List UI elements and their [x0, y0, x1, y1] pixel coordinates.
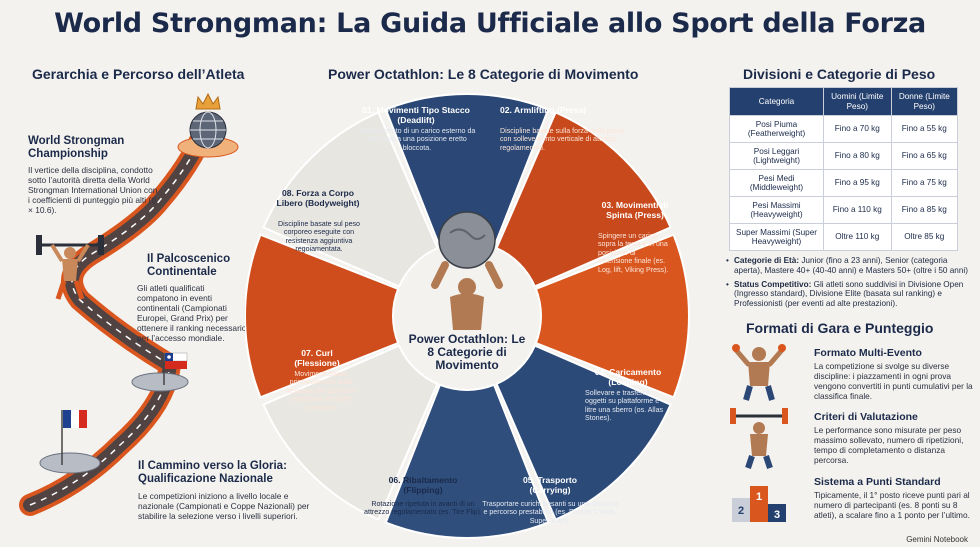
- format-criteria-title: Criteri di Valutazione: [814, 411, 918, 423]
- segment-3-title: 03. Movimenti di Spinta (Press): [601, 200, 669, 220]
- globe-icon: [189, 111, 227, 149]
- table-cell: Posi Leggari (Lightweight): [729, 142, 824, 170]
- wheel-segment-8: [262, 111, 439, 288]
- table-row: Posi Piuma (Featherweight) Fino a 70 kg …: [729, 115, 959, 143]
- table-cell: Fino a 55 kg: [890, 115, 959, 143]
- table-row: Posi Leggari (Lightweight) Fino a 80 kg …: [729, 142, 959, 170]
- format-icons: 1 2 3: [730, 344, 788, 522]
- segment-1-title: 01. Movimenti Tipo Stacco (Deadlift): [362, 105, 470, 125]
- table-row: Super Massimi (Super Heavyweight) Oltre …: [729, 223, 959, 251]
- list-item: Categorie di Età: Junior (fino a 23 anni…: [726, 256, 974, 276]
- table-cell: Fino a 85 kg: [890, 196, 959, 224]
- table-cell: Oltre 85 kg: [890, 223, 959, 251]
- level-national-text: Le competizioni iniziono a livello local…: [138, 491, 310, 521]
- segment-8-title: 08. Forza a Corpo Libero (Bodyweight): [276, 188, 360, 208]
- segment-7-text: Movimenti basati principalmente sulla fl…: [285, 370, 357, 412]
- weight-divisions-table: Categoria Uomini (Limite Peso) Donne (Li…: [729, 87, 959, 251]
- france-flag-icon: [61, 410, 87, 465]
- octathlon-heading: Power Octathlon: Le 8 Categorie di Movim…: [328, 66, 639, 82]
- podium-2-label: 2: [738, 505, 744, 517]
- segment-7-title: 07. Curl (Flessione): [294, 348, 340, 368]
- weightlifter-icon: [36, 235, 104, 300]
- table-row: Pesi Medi (Middleweight) Fino a 95 kg Fi…: [729, 169, 959, 197]
- list-item: Status Competitivo: Gli atleti sono sudd…: [726, 280, 974, 309]
- atlas-stone-lifter-icon: [431, 211, 503, 330]
- table-cell: Fino a 80 kg: [823, 142, 892, 170]
- table-cell: Posi Piuma (Featherweight): [729, 115, 824, 143]
- level-world-text: Il vertice della disciplina, condotto so…: [28, 165, 158, 215]
- bullet-label: Categorie di Età:: [734, 256, 800, 265]
- bullet-label: Status Competitivo:: [734, 279, 812, 289]
- division-notes: Categorie di Età: Junior (fino a 23 anni…: [726, 256, 974, 313]
- judging-criteria-icon: [730, 408, 788, 469]
- wheel-segment-7: [245, 233, 400, 399]
- segment-5-text: Trasportare curichi pesanti su una dista…: [482, 500, 618, 525]
- wheel-segment-2: [495, 111, 672, 288]
- multi-event-icon: [732, 344, 786, 401]
- format-points-text: Tipicamente, il 1° posto riceve punti pa…: [814, 490, 970, 520]
- table-cell: Fino a 75 kg: [890, 169, 959, 197]
- wheel-segment-4: [495, 344, 672, 521]
- segment-4-title: 04. Caricamento (Loading): [594, 367, 662, 387]
- crown-icon: [195, 92, 221, 110]
- table-header: Donne (Limite Peso): [890, 87, 959, 116]
- format-criteria-text: Le performance sono misurate per peso ma…: [814, 425, 964, 465]
- octathlon-wheel: [245, 93, 690, 539]
- page-title: World Strongman: La Guida Ufficiale allo…: [54, 8, 926, 39]
- bullet-text: Junior (fino a 23 anni), Senior (categor…: [734, 256, 968, 275]
- segment-3-text: Spingere un carico sopra la testa e in u…: [598, 232, 669, 274]
- hierarchy-heading: Gerarchia e Percorso dell’Atleta: [32, 66, 245, 82]
- table-cell: Super Massimi (Super Heavyweight): [729, 223, 824, 251]
- level-national-title: Il Cammino verso la Gloria: Qualificazio…: [138, 460, 287, 485]
- table-header: Uomini (Limite Peso): [823, 87, 892, 116]
- wheel-segment-6: [262, 344, 439, 521]
- footer-brand: Gemini Notebook: [906, 535, 968, 544]
- table-cell: Fino a 70 kg: [823, 115, 892, 143]
- bullet-text: Gli atleti sono suddivisi in Divisione O…: [734, 279, 964, 309]
- wheel-center-label: Power Octathlon: Le 8 Categorie di Movim…: [408, 332, 526, 372]
- table-cell: Pesi Massimi (Heavyweight): [729, 196, 824, 224]
- segment-8-text: Discipline basate sul peso corporeo eseg…: [277, 220, 361, 254]
- athlete-path-illustration: [19, 92, 239, 516]
- table-cell: Fino a 65 kg: [890, 142, 959, 170]
- formats-heading: Formati di Gara e Punteggio: [746, 320, 934, 336]
- podium-3-label: 3: [774, 509, 780, 521]
- wheel-segment-3: [534, 233, 690, 399]
- level-continental-title: Il Palcoscenico Continentale: [147, 253, 231, 278]
- podium-icon: 1 2 3: [732, 486, 786, 522]
- segment-2-text: Discipline basate sulla forza della pres…: [500, 127, 625, 152]
- divisions-heading: Divisioni e Categorie di Peso: [743, 66, 936, 82]
- segment-4-text: Sollevare e trasferire oggetti su platta…: [585, 389, 664, 423]
- level-world-title: World Strongman Championship: [28, 135, 125, 160]
- table-header: Categoria: [729, 87, 824, 116]
- format-multievent-title: Formato Multi-Evento: [814, 347, 922, 359]
- chile-flag-icon: [163, 352, 188, 385]
- level-continental-text: Gli atleti qualificati compatono in even…: [137, 283, 247, 343]
- wheel-segment-5: [384, 383, 550, 539]
- table-cell: Fino a 110 kg: [823, 196, 892, 224]
- table-cell: Fino a 95 kg: [823, 169, 892, 197]
- segment-6-title: 06. Ribaltamento (Flipping): [388, 475, 458, 495]
- table-row: Pesi Massimi (Heavyweight) Fino a 110 kg…: [729, 196, 959, 224]
- podium-1-label: 1: [756, 491, 762, 503]
- format-multievent-text: La competizione si svolge su diverse dis…: [814, 361, 973, 401]
- segment-2-title: 02. Armlifting (Presa): [500, 105, 587, 115]
- table-cell: Pesi Medi (Middleweight): [729, 169, 824, 197]
- segment-6-text: Rotazione ripetuta in avanti di un attre…: [364, 500, 482, 517]
- format-points-title: Sistema a Punti Standard: [814, 476, 941, 488]
- segment-1-text: Sollevemento di un carico esterno da tar…: [358, 127, 476, 152]
- segment-5-title: 05. Trasporto (Carrying): [523, 475, 577, 495]
- table-cell: Oltre 110 kg: [823, 223, 892, 251]
